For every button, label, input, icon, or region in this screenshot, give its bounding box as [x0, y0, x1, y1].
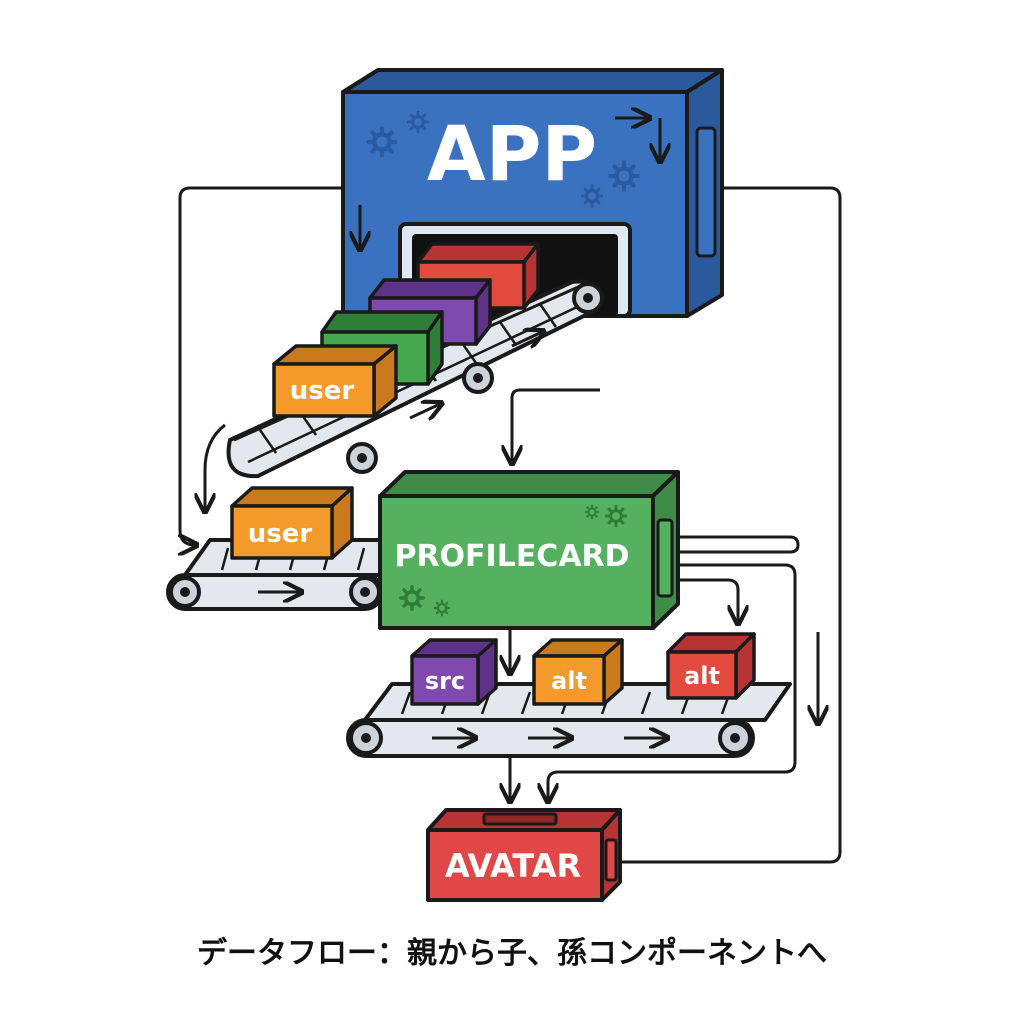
wire-belt-to-profilecard [512, 388, 600, 462]
avatar-label: AVATAR [445, 847, 581, 885]
connector-wires [180, 186, 842, 864]
profilecard-side-port [656, 518, 674, 598]
box-user-mid: user [230, 486, 354, 560]
wire-top-belt-to-user [205, 423, 226, 510]
app-side-port [695, 126, 717, 258]
box-label-user-top: user [290, 376, 355, 406]
box-src: src [410, 638, 498, 706]
diagram-caption: データフロー：親から子、孫コンポーネントへ [197, 936, 827, 971]
box-label-user-mid: user [248, 519, 313, 549]
profilecard-front-face [378, 494, 655, 630]
avatar-side-port [604, 838, 618, 882]
box-alt-red: alt [666, 632, 756, 700]
lower-conveyor-belt [346, 682, 792, 758]
box-label-src: src [425, 667, 465, 695]
box-label-alt-red: alt [684, 662, 720, 690]
app-arrows [360, 118, 660, 248]
profilecard-label: PROFILECARD [394, 539, 629, 574]
app-top-face [341, 68, 724, 94]
avatar-component: AVATAR [426, 808, 622, 902]
app-label: APP [427, 109, 597, 198]
wire-profilecard-right-1 [680, 535, 800, 554]
box-user-top: user [272, 344, 398, 418]
profilecard-component: PROFILECARD [378, 470, 680, 630]
wire-profilecard-to-alt [660, 578, 738, 622]
avatar-slot [482, 812, 558, 826]
wire-app-to-avatar [620, 186, 842, 864]
box-alt-orange: alt [532, 638, 624, 706]
box-label-alt-orange: alt [551, 667, 587, 695]
avatar-front-face [426, 828, 604, 902]
wire-app-to-left-belt [180, 186, 345, 545]
wire-profilecard-to-avatar [548, 563, 797, 800]
